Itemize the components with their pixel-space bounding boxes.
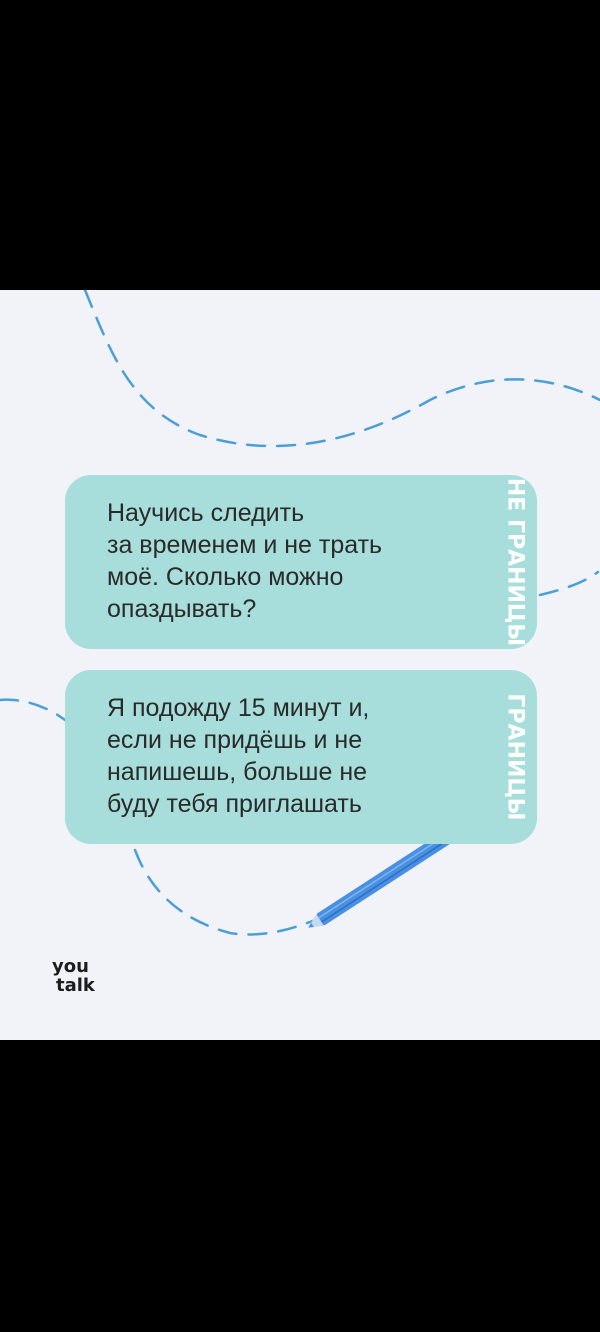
message-bubble-bad: Научись следить за временем и не трать м… <box>65 475 537 649</box>
message-text: Я подожду 15 минут и, если не придёшь и … <box>107 694 370 818</box>
card-slide: Научись следить за временем и не трать м… <box>0 290 600 1040</box>
message-text: Научись следить за временем и не трать м… <box>107 499 383 623</box>
label-not-boundaries: НЕ ГРАНИЦЫ <box>502 477 528 647</box>
youtalk-logo: you talk <box>52 956 95 996</box>
label-boundaries: ГРАНИЦЫ <box>502 693 528 821</box>
pencil-icon <box>308 830 454 928</box>
message-bubble-good: Я подожду 15 минут и, если не придёшь и … <box>65 670 537 844</box>
dashed-path-decoration <box>0 290 600 936</box>
